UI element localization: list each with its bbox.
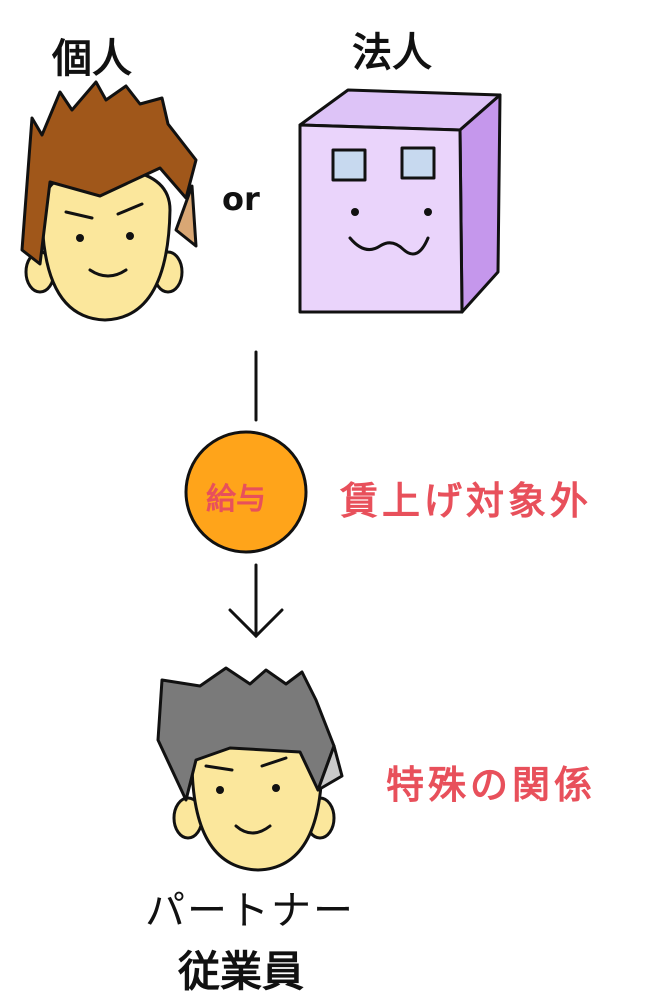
employee-label: 従業員 [178, 947, 305, 996]
salary-coin [184, 430, 308, 554]
not-eligible-label: 賃上げ対象外 [340, 479, 593, 523]
down-arrow-icon [228, 563, 284, 639]
salary-label: 給与 [206, 482, 266, 517]
corporation-label: 法人 [352, 30, 432, 76]
individual-face-icon [20, 80, 198, 322]
partner-label: パートナー [145, 888, 355, 934]
special-relation-label: 特殊の関係 [386, 763, 597, 807]
partner-face-icon [156, 666, 344, 872]
individual-label: 個人 [52, 36, 132, 82]
corporation-box-icon [298, 88, 502, 314]
or-label: or [222, 180, 260, 218]
